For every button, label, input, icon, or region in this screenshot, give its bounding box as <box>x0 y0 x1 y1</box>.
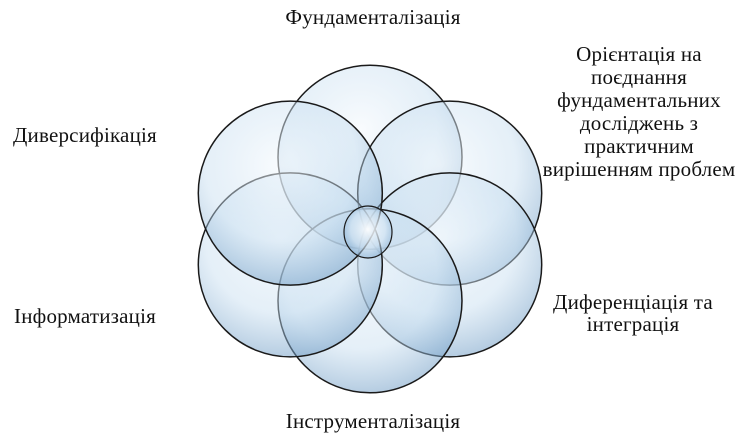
label-top-right: Орієнтація на поєднання фундаментальних … <box>534 43 744 181</box>
label-bottom-right: Диференціація та інтеграція <box>520 291 746 335</box>
label-top: Фундаменталізація <box>0 6 746 29</box>
label-bottom: Інструменталізація <box>0 410 746 433</box>
label-top-left: Диверсифікація <box>13 124 157 147</box>
circle-top-left <box>198 101 382 285</box>
core-highlight <box>344 206 392 258</box>
label-bottom-left: Інформатизація <box>14 305 156 328</box>
